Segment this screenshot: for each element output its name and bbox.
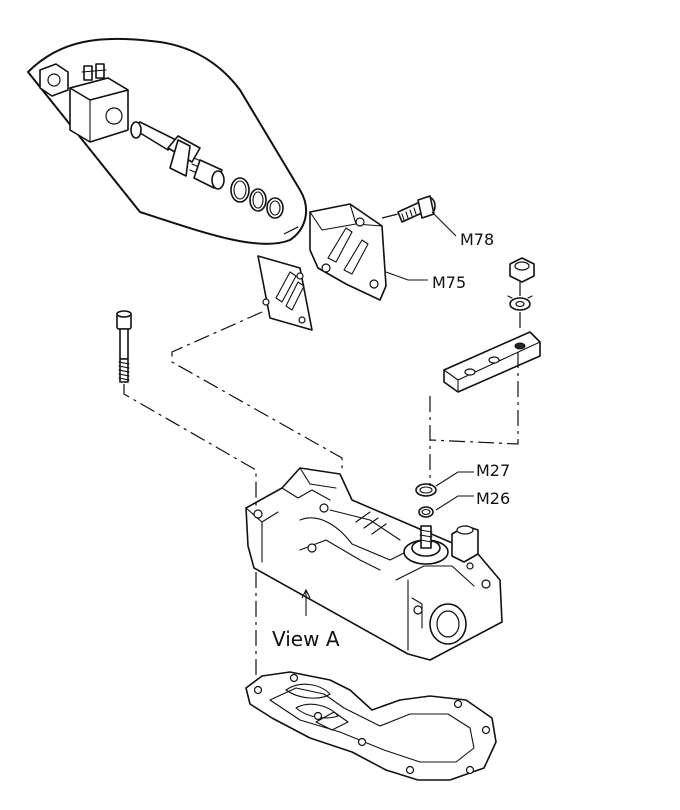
- view-a-label: View A: [272, 627, 340, 651]
- o-ring-m26: [418, 506, 434, 518]
- pipe-fitting: [451, 525, 479, 563]
- callout-label-m75: M75: [432, 273, 466, 292]
- o-rings: [230, 177, 284, 219]
- main-valve-body: [245, 467, 503, 661]
- assembly-centerlines: [123, 213, 521, 680]
- long-bolt: [116, 310, 132, 383]
- adapter-gasket: [257, 255, 313, 331]
- valve-stud: [403, 525, 449, 565]
- callout-label-m26: M26: [476, 489, 510, 508]
- callout-leaders: [301, 211, 474, 616]
- o-ring-m27: [415, 483, 437, 497]
- adapter-block-m75: [309, 203, 387, 301]
- callout-label-m27: M27: [476, 461, 510, 480]
- cap-screw-m78: [397, 195, 436, 223]
- callout-label-m78: M78: [460, 230, 494, 249]
- solenoid-detail-bubble: [27, 37, 308, 245]
- hex-nut-right: [509, 257, 535, 283]
- bottom-gasket: [245, 671, 497, 781]
- solenoid-coil: [69, 63, 129, 143]
- lock-washer: [507, 295, 533, 311]
- valve-cartridge: [130, 121, 225, 190]
- clamp-bar: [443, 331, 541, 393]
- hex-nut-top: [39, 63, 69, 97]
